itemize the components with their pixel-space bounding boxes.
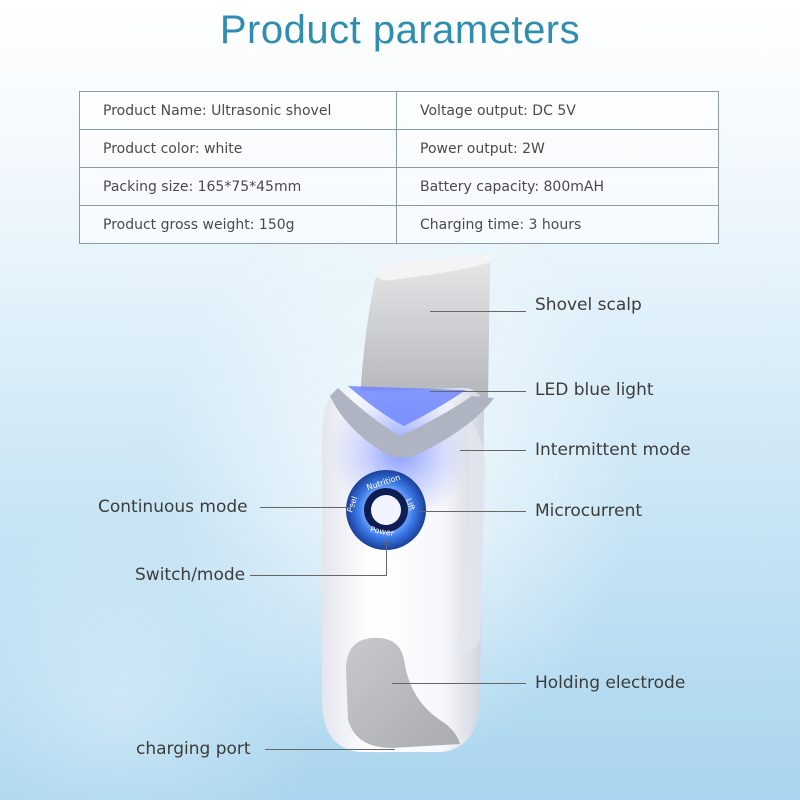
label-charging-port: charging port: [136, 739, 251, 759]
table-cell: Battery capacity: 800mAH: [396, 167, 719, 206]
table-cell: Voltage output: DC 5V: [396, 91, 719, 130]
callout-line-microcurrent: [420, 511, 526, 512]
control-button-ring: [346, 470, 426, 550]
holding-electrode-pad: [346, 637, 460, 748]
callout-line-holding: [392, 683, 526, 684]
led-chrome-frame: [330, 388, 494, 458]
label-switch-mode: Switch/mode: [135, 565, 246, 585]
callout-line-continuous: [260, 507, 356, 508]
label-shovel-scalp: Shovel scalp: [535, 295, 642, 315]
callout-line-switch: [250, 575, 387, 576]
table-row: Product gross weight: 150g Charging time…: [79, 205, 719, 244]
table-cell: Charging time: 3 hours: [396, 205, 719, 244]
callout-line-led: [430, 391, 526, 392]
table-row: Packing size: 165*75*45mm Battery capaci…: [79, 167, 719, 206]
power-button[interactable]: [371, 495, 401, 525]
label-holding-electrode: Holding electrode: [535, 673, 686, 693]
label-microcurrent: Microcurrent: [535, 501, 643, 521]
callout-line-intermittent: [460, 450, 526, 451]
callout-line-shovel: [430, 311, 526, 312]
callout-vline-switch: [386, 540, 387, 575]
shovel-blade: [360, 253, 490, 400]
led-blue-light: [348, 386, 466, 426]
table-cell: Product Name: Ultrasonic shovel: [79, 91, 397, 130]
table-cell: Packing size: 165*75*45mm: [79, 167, 397, 206]
parameters-table: Product Name: Ultrasonic shovel Voltage …: [79, 91, 719, 244]
label-led-blue-light: LED blue light: [535, 380, 654, 400]
table-cell: Product gross weight: 150g: [79, 205, 397, 244]
table-cell: Power output: 2W: [396, 129, 719, 168]
label-continuous-mode: Continuous mode: [98, 497, 248, 517]
table-row: Product Name: Ultrasonic shovel Voltage …: [79, 91, 719, 130]
label-intermittent-mode: Intermittent mode: [535, 440, 691, 460]
callout-line-charging: [265, 749, 395, 750]
page-title: Product parameters: [219, 8, 581, 52]
